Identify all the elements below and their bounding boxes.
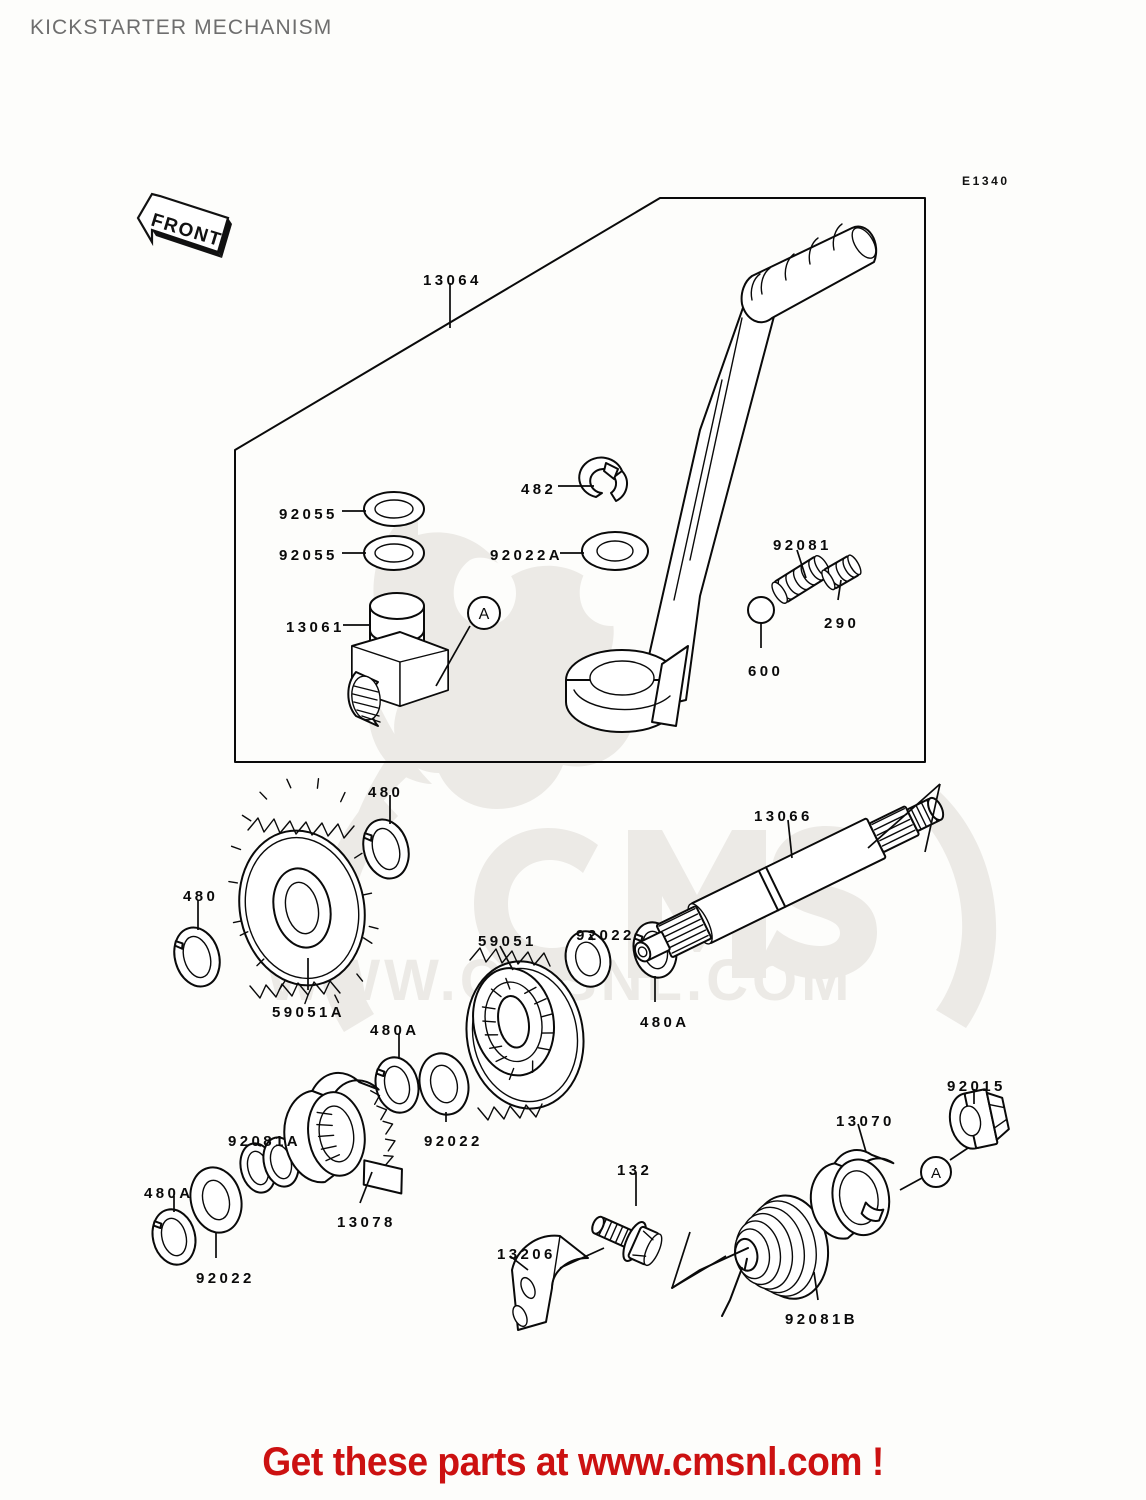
diagram-code: E1340: [962, 174, 1010, 188]
part-92081B-return-spring: [671, 1194, 830, 1317]
kick-pedal-grip: [740, 223, 878, 324]
page-title: KICKSTARTER MECHANISM: [30, 16, 333, 39]
part-label-kick-ratchet-gear: 13078: [337, 1214, 396, 1231]
part-59051A-gear: [228, 778, 379, 1005]
part-480-circlip-upper: [362, 818, 410, 880]
part-label-circlip-gear-upper: 480: [368, 784, 404, 801]
part-600-ball: [747, 596, 775, 624]
part-92055-lower: [363, 535, 425, 571]
cms-watermark: WWW.CMSNL.COM: [267, 505, 997, 1032]
part-13078-ratchet: [283, 1071, 403, 1195]
part-label-circlip-left: 480: [183, 888, 219, 905]
part-label-washer-pedal: 92022A: [490, 547, 563, 564]
callout-A-nut-text: A: [931, 1165, 941, 1182]
shaft-pointer-lines: [867, 783, 941, 853]
part-label-o-ring-lower: 92055: [279, 547, 338, 564]
part-label-stopper-bracket: 13206: [497, 1246, 556, 1263]
part-label-washer-lower: 92022: [196, 1270, 255, 1287]
part-label-spring-ratchet: 92081A: [228, 1133, 301, 1150]
part-label-kick-idle-gear: 59051: [478, 933, 537, 950]
part-label-kick-return-spring: 92081B: [785, 1311, 858, 1328]
part-label-bolt-flanged: 132: [617, 1162, 653, 1179]
part-label-kick-shaft: 13066: [754, 808, 813, 825]
part-13206-bracket: [511, 1234, 589, 1331]
part-13061-holder: [347, 592, 449, 727]
part-92015-nut: [948, 1088, 1010, 1150]
part-label-circlip-bottom: 480A: [144, 1185, 194, 1202]
part-label-washer-shaft: 92022: [576, 927, 635, 944]
kick-pedal-lever: [565, 223, 878, 733]
part-92022A-washer: [581, 531, 649, 571]
part-92022-washer-shaft: [564, 930, 612, 988]
part-92022-washer-lower: [189, 1166, 243, 1234]
part-label-o-ring-upper: 92055: [279, 506, 338, 523]
part-label-e-clip: 482: [521, 481, 557, 498]
part-92022-washer-ratchet: [418, 1052, 470, 1116]
part-label-spring-detent: 92081: [773, 537, 832, 554]
part-13066-shaft: [633, 796, 945, 963]
part-92055-upper: [363, 491, 425, 527]
part-label-washer-ratchet: 92022: [424, 1133, 483, 1150]
part-480-circlip-left: [173, 926, 221, 988]
assembly-box-13064: [234, 197, 926, 763]
part-label-steel-ball: 600: [748, 663, 784, 680]
front-arrow-badge: FRONT: [136, 192, 232, 258]
callout-A-pedal: A: [435, 596, 501, 687]
part-290-spring: [821, 554, 862, 591]
part-label-kick-guide: 13070: [836, 1113, 895, 1130]
part-label-nut-flange: 92015: [947, 1078, 1006, 1095]
leader-lines: [173, 283, 975, 1301]
part-480A-circlip-bottom: [151, 1208, 197, 1266]
part-92081A-spring: [239, 1136, 300, 1194]
part-label-spring-short: 290: [824, 615, 860, 632]
part-label-kick-gear-large: 59051A: [272, 1004, 345, 1021]
callout-A-nut: A: [899, 1147, 969, 1191]
part-label-pedal-holder: 13061: [286, 619, 345, 636]
part-label-circlip-shaft: 480A: [640, 1014, 690, 1031]
part-label-kick-pedal-assembly: 13064: [423, 272, 482, 289]
part-482-eclip: [578, 456, 628, 502]
part-59051-gear: [465, 947, 585, 1121]
callout-A-text: A: [479, 606, 490, 623]
part-132-bolt: [559, 1215, 663, 1269]
part-label-circlip-ratchet: 480A: [370, 1022, 420, 1039]
footer-promo: Get these parts at www.cmsnl.com !: [262, 1440, 884, 1484]
part-13070-guide: [809, 1149, 895, 1240]
part-480A-circlip-ratchet: [374, 1056, 420, 1114]
